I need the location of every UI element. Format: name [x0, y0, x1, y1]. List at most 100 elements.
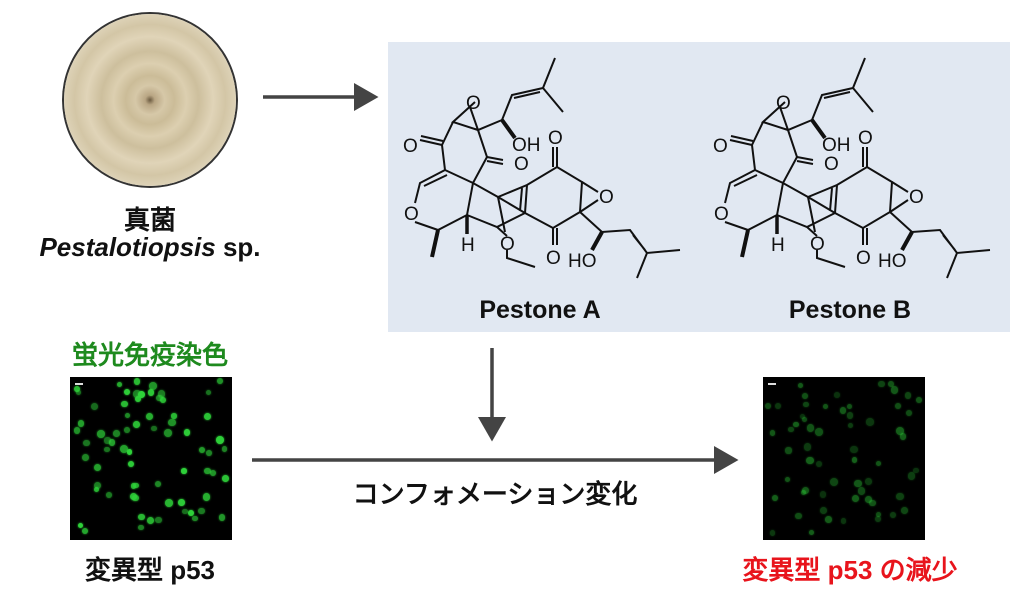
cell-nucleus: [904, 392, 912, 399]
cell-nucleus: [819, 506, 828, 515]
cell-nucleus: [108, 439, 116, 446]
cell-nucleus: [133, 482, 139, 488]
cell-nucleus: [874, 515, 882, 523]
cell-nucleus: [852, 495, 860, 503]
cell-nucleus: [901, 507, 909, 515]
cell-nucleus: [803, 443, 812, 451]
cell-nucleus: [806, 456, 814, 465]
cell-nucleus: [905, 409, 913, 416]
atom-o: O: [404, 204, 419, 225]
cell-nucleus: [155, 516, 162, 523]
cell-nucleus: [890, 511, 897, 519]
cell-nucleus: [165, 499, 174, 508]
cell-nucleus: [784, 476, 790, 482]
atom-o: O: [514, 154, 529, 175]
cell-nucleus: [894, 403, 901, 410]
cell-nucleus: [797, 382, 803, 388]
cell-nucleus: [875, 460, 881, 466]
cell-nucleus: [123, 389, 130, 396]
cell-nucleus: [134, 395, 142, 403]
cell-nucleus: [154, 481, 161, 488]
cell-nucleus: [197, 507, 205, 515]
cell-nucleus: [182, 508, 188, 515]
cell-nucleus: [847, 423, 853, 429]
cell-nucleus: [206, 449, 212, 456]
cell-nucleus: [183, 429, 191, 436]
cell-nucleus: [178, 499, 185, 506]
process-label: コンフォメーション変化: [352, 479, 638, 509]
compound-name-b: Pestone B: [789, 296, 911, 324]
cell-nucleus: [822, 403, 828, 409]
cell-nucleus: [74, 386, 81, 393]
cell-nucleus: [73, 427, 81, 434]
cell-nucleus: [128, 460, 135, 467]
cell-nucleus: [147, 389, 155, 396]
cell-nucleus: [788, 427, 794, 433]
cell-nucleus: [770, 430, 776, 436]
cell-nucleus: [160, 397, 166, 404]
cell-nucleus: [124, 426, 131, 433]
cell-nucleus: [878, 380, 885, 388]
species-label: Pestalotiopsis sp.: [0, 232, 300, 263]
cell-nucleus: [94, 463, 102, 471]
cell-nucleus: [112, 430, 120, 438]
cell-nucleus: [785, 447, 792, 454]
atom-h: H: [461, 235, 475, 256]
cell-nucleus: [138, 525, 144, 531]
cell-nucleus: [93, 481, 101, 489]
cell-nucleus: [124, 412, 130, 418]
cell-nucleus: [858, 487, 866, 495]
cell-nucleus: [126, 449, 132, 455]
after-label: 変異型 p53 の減少: [742, 555, 958, 585]
cell-nucleus: [145, 412, 153, 420]
cell-nucleus: [801, 416, 808, 423]
cell-nucleus: [181, 468, 187, 474]
cell-nucleus: [907, 472, 916, 480]
cell-nucleus: [815, 428, 823, 436]
cell-nucleus: [846, 403, 853, 409]
cell-nucleus: [215, 436, 224, 444]
scale-bar: [75, 383, 83, 385]
fluorescence-image-after: [763, 377, 925, 540]
fluorescence-image-before: [70, 377, 232, 540]
cell-nucleus: [865, 477, 873, 485]
cell-nucleus: [138, 513, 145, 521]
cell-nucleus: [913, 468, 919, 474]
cell-nucleus: [819, 491, 827, 498]
atom-oh: OH: [512, 135, 541, 156]
pestone-a-structure: O O O OH O O H O O O HO: [403, 57, 681, 279]
cell-nucleus: [163, 428, 172, 437]
cell-nucleus: [133, 421, 141, 428]
cell-nucleus: [97, 430, 105, 438]
cell-nucleus: [75, 389, 82, 396]
cell-nucleus: [199, 446, 206, 454]
cell-nucleus: [900, 433, 907, 440]
cell-nucleus: [218, 514, 226, 521]
cell-nucleus: [801, 393, 808, 400]
species-suffix: sp.: [215, 232, 261, 262]
cell-nucleus: [864, 495, 872, 503]
petri-dish-image: [64, 14, 236, 186]
cell-nucleus: [895, 426, 904, 435]
cell-nucleus: [217, 378, 224, 384]
cell-nucleus: [771, 495, 778, 502]
cell-nucleus: [896, 492, 904, 501]
cell-nucleus: [106, 492, 113, 498]
fungus-label: 真菌: [123, 205, 176, 235]
cell-nucleus: [221, 446, 228, 452]
cell-nucleus: [192, 515, 198, 522]
cell-nucleus: [834, 392, 840, 398]
cell-nucleus: [916, 397, 923, 404]
cell-nucleus: [91, 402, 99, 410]
cell-nucleus: [146, 517, 154, 525]
cell-nucleus: [839, 407, 847, 414]
cell-nucleus: [130, 493, 138, 501]
cell-nucleus: [890, 386, 899, 394]
cell-nucleus: [204, 468, 211, 475]
cell-nucleus: [806, 424, 815, 432]
cell-nucleus: [793, 421, 799, 428]
cell-nucleus: [81, 454, 89, 462]
atom-ho: HO: [568, 251, 597, 272]
